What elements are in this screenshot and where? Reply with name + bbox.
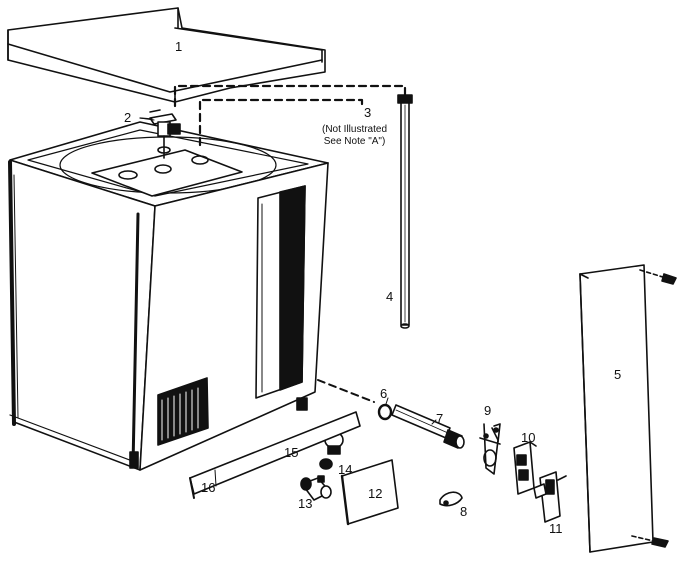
note-line-1: (Not Illustrated bbox=[322, 124, 388, 135]
part-12-cover-plate bbox=[340, 459, 399, 526]
note-line-2: See Note "A") bbox=[323, 136, 386, 147]
callout-1: 1 bbox=[175, 39, 183, 54]
callout-leaders bbox=[139, 117, 437, 425]
callout-16: 16 bbox=[201, 480, 216, 495]
part-1-top-panel bbox=[7, 7, 326, 103]
callout-5: 5 bbox=[614, 367, 622, 382]
callout-13: 13 bbox=[298, 496, 313, 511]
callout-9: 9 bbox=[484, 403, 492, 418]
part-9-thermostat-bracket bbox=[479, 423, 501, 475]
callout-8: 8 bbox=[460, 504, 468, 519]
callout-6: 6 bbox=[380, 386, 388, 401]
callout-11: 11 bbox=[549, 521, 563, 536]
part-2-fitting bbox=[139, 109, 181, 159]
note-not-illustrated: (Not Illustrated See Note "A") bbox=[322, 124, 387, 148]
part-8-clip bbox=[439, 491, 463, 507]
callout-14: 14 bbox=[338, 462, 353, 477]
part-5-access-panel bbox=[579, 264, 677, 553]
part-10-thermostat bbox=[513, 441, 537, 495]
part-4-anode-rod bbox=[173, 84, 413, 329]
callout-15: 15 bbox=[284, 445, 299, 460]
callout-4: 4 bbox=[386, 289, 394, 304]
callout-10: 10 bbox=[521, 430, 536, 445]
part-13-valve bbox=[300, 475, 332, 501]
part-16-trim-strip bbox=[189, 469, 217, 499]
element-leader bbox=[317, 379, 375, 403]
callout-7: 7 bbox=[436, 411, 444, 426]
water-heater-cabinet bbox=[8, 121, 329, 471]
part-7-heating-element bbox=[391, 404, 465, 449]
callout-12: 12 bbox=[368, 486, 383, 501]
callout-3: 3 bbox=[364, 105, 372, 120]
part-3-leader bbox=[198, 98, 364, 147]
part-6-gasket bbox=[377, 403, 393, 421]
callout-2: 2 bbox=[124, 110, 132, 125]
part-11-limit-switch bbox=[533, 471, 567, 523]
